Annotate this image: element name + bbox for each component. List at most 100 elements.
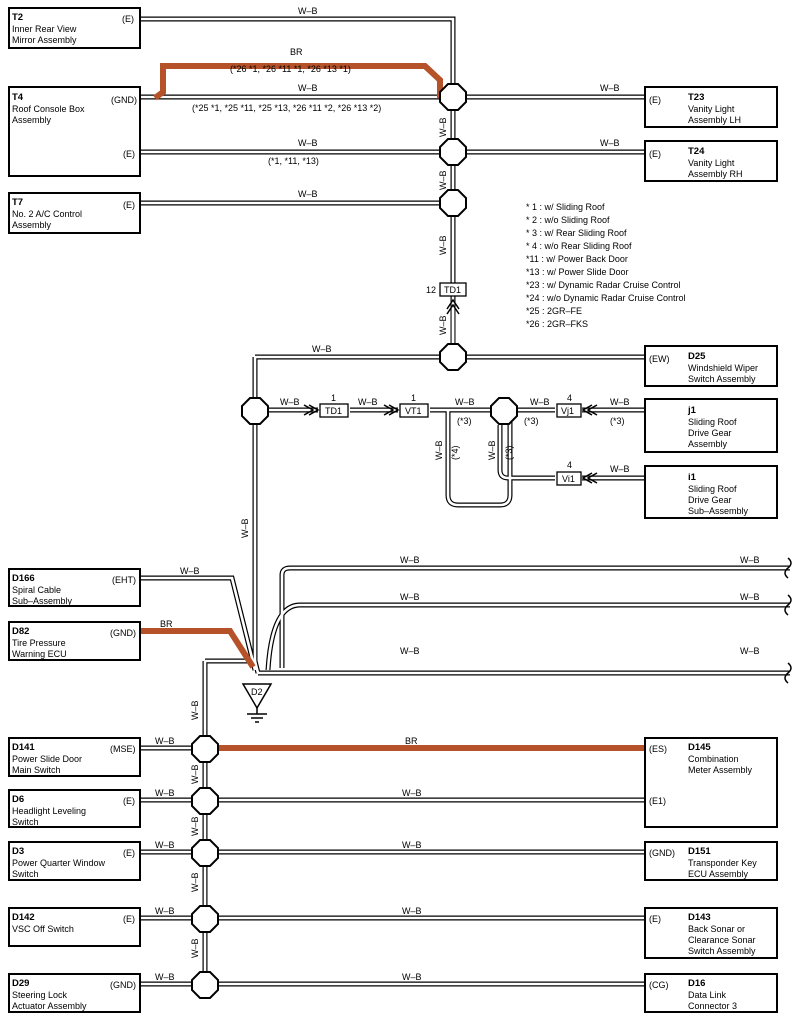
pin-label: (E) (649, 914, 661, 924)
component-name: Switch (12, 869, 39, 879)
connector-vj1-name: Vj1 (561, 406, 574, 416)
component-name: VSC Off Switch (12, 924, 74, 934)
component-name: Assembly LH (688, 115, 741, 125)
component-id: T2 (12, 12, 23, 23)
wire-color-label: W–B (240, 518, 250, 538)
component-name: Clearance Sonar (688, 935, 756, 945)
component-name: Sliding Roof (688, 484, 737, 494)
component-id: D6 (12, 794, 24, 805)
component-id: D145 (688, 742, 711, 753)
note-star3: (*3) (457, 416, 472, 426)
pin-label: (GND) (649, 848, 675, 858)
wire-color-label: W–B (298, 83, 318, 93)
wire-color-label: W–B (402, 972, 422, 982)
legend-item: *11 : w/ Power Back Door (526, 254, 628, 264)
legend-item: *13 : w/ Power Slide Door (526, 267, 629, 277)
component-name: Switch (12, 817, 39, 827)
wire-color-label: W–B (438, 170, 448, 190)
wire-color-label: W–B (280, 397, 300, 407)
component-name: Switch Assembly (688, 374, 756, 384)
component-j1: j1 Sliding Roof Drive Gear Assembly (644, 398, 778, 453)
component-id: D82 (12, 626, 29, 637)
pin-label: (GND) (110, 980, 136, 990)
component-name: Roof Console Box (12, 104, 85, 114)
wire-break-marks (784, 557, 792, 684)
component-id: D16 (688, 978, 705, 989)
wire-color-label: W–B (740, 592, 760, 602)
note-t4-e: (*1, *11, *13) (268, 156, 319, 166)
connector-td1-top (439, 282, 467, 297)
wire-color-label: W–B (358, 397, 378, 407)
wire-color-label: W–B (438, 315, 448, 335)
wire-color-label: W–B (312, 344, 332, 354)
component-name: Spiral Cable (12, 585, 61, 595)
wire-color-label: W–B (298, 6, 318, 16)
component-name: Actuator Assembly (12, 1001, 87, 1011)
component-name: Sub–Assembly (12, 596, 73, 606)
splice-point (490, 397, 518, 425)
component-id: D25 (688, 351, 706, 362)
splice-point (439, 83, 467, 111)
component-name: Combination (688, 754, 739, 764)
component-name: Vanity Light (688, 104, 735, 114)
component-t7: T7 No. 2 A/C Control Assembly (E) (8, 192, 141, 234)
pin-label: (E) (123, 796, 135, 806)
inline-connectors: TD1 12 TD1 1 VT1 1 Vj1 4 Vi1 4 (303, 282, 598, 486)
component-name: Sub–Assembly (688, 506, 749, 516)
component-t2: T2 Inner Rear View Mirror Assembly (E) (8, 7, 141, 49)
component-d142: D142 VSC Off Switch (E) (8, 907, 141, 947)
splice-point (439, 138, 467, 166)
component-name: Drive Gear (688, 428, 732, 438)
wire-color-label: W–B (740, 646, 760, 656)
wire-color-label: BR (290, 47, 303, 57)
component-d6: D6 Headlight Leveling Switch (E) (8, 789, 141, 828)
connector-vt1-name: VT1 (405, 406, 422, 416)
wire-color-label: W–B (400, 555, 420, 565)
pin-label: (E) (649, 95, 661, 105)
ground-label: D2 (251, 687, 263, 697)
component-name: Back Sonar or (688, 924, 745, 934)
component-t23: (E) T23 Vanity Light Assembly LH (644, 86, 778, 128)
wire-color-label: W–B (155, 736, 175, 746)
pin-label: (GND) (110, 628, 136, 638)
wire-color-label: W–B (190, 938, 200, 958)
ground-d2: D2 (241, 683, 273, 723)
pin-label: (E) (123, 200, 135, 210)
note-t4-gnd: (*25 *1, *25 *11, *25 *13, *26 *11 *2, *… (192, 103, 381, 113)
connector-vi1-pin: 4 (567, 460, 572, 470)
connector-td1-top-name: TD1 (444, 285, 461, 295)
component-name: Data Link (688, 990, 727, 1000)
pin-label: (E) (123, 848, 135, 858)
connector-td1-top-pin: 12 (426, 285, 436, 295)
component-name: Meter Assembly (688, 765, 753, 775)
legend-item: * 3 : w/ Rear Sliding Roof (526, 228, 627, 238)
wire-color-label: W–B (400, 592, 420, 602)
pin-label: (E) (123, 914, 135, 924)
splice-point (439, 343, 467, 371)
wire-color-label: W–B (434, 440, 444, 460)
connector-vj1 (556, 403, 582, 418)
wire-color-label: W–B (400, 646, 420, 656)
note-star3: (*3) (504, 445, 514, 460)
splice-point (241, 397, 269, 425)
component-name: Assembly (12, 115, 52, 125)
component-name: Connector 3 (688, 1001, 737, 1011)
component-id: T4 (12, 92, 24, 103)
connector-vj1-pin: 4 (567, 393, 572, 403)
component-d151: (GND) D151 Transponder Key ECU Assembly (644, 841, 778, 881)
component-t24: (E) T24 Vanity Light Assembly RH (644, 140, 778, 182)
note-star3: (*3) (524, 416, 539, 426)
component-d143: (E) D143 Back Sonar or Clearance Sonar S… (644, 907, 778, 959)
wire-color-label: W–B (487, 440, 497, 460)
note-star4: (*4) (450, 445, 460, 460)
component-name: Headlight Leveling (12, 806, 86, 816)
connector-arrow (586, 404, 598, 416)
connector-arrow (586, 472, 598, 484)
connector-td1-mid-pin: 1 (331, 393, 336, 403)
pin-label: (ES) (649, 744, 667, 754)
component-id: i1 (688, 472, 697, 483)
component-id: j1 (687, 405, 697, 416)
wire-color-label: W–B (190, 872, 200, 892)
wire-color-label: W–B (438, 117, 448, 137)
